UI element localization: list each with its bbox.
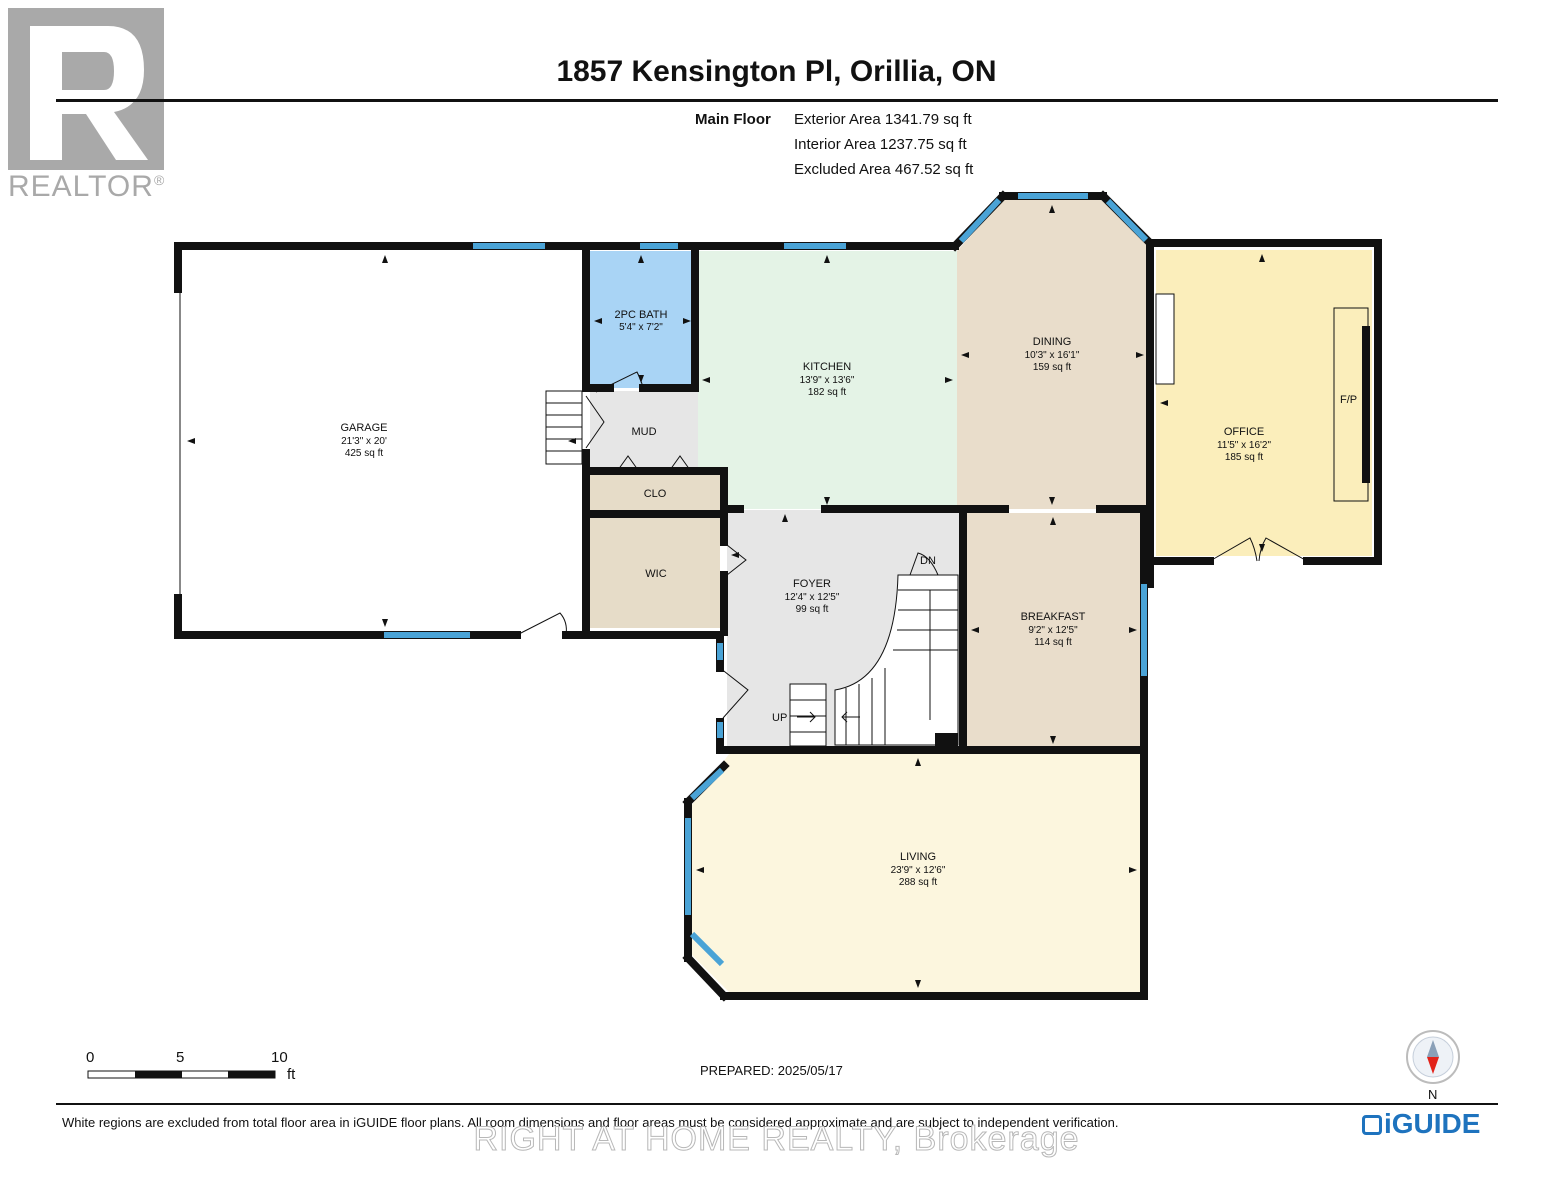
stairs-down-label: DN: [920, 555, 936, 567]
svg-text:159 sq ft: 159 sq ft: [1033, 362, 1072, 373]
svg-text:288 sq ft: 288 sq ft: [899, 877, 938, 888]
floor-name: Main Floor: [695, 111, 771, 128]
svg-text:11'5" x 16'2": 11'5" x 16'2": [1217, 440, 1272, 451]
living-fill: [692, 754, 1141, 992]
brokerage-watermark: RIGHT AT HOME REALTY, Brokerage: [473, 1120, 1080, 1159]
office-fill: [1156, 250, 1372, 556]
breakfast-label: BREAKFAST 9'2" x 12'5" 114 sq ft: [1021, 611, 1086, 648]
svg-text:LIVING: LIVING: [900, 851, 936, 863]
svg-text:182 sq ft: 182 sq ft: [808, 387, 847, 398]
scale-tick-10: 10: [271, 1049, 288, 1066]
svg-text:13'9" x 13'6": 13'9" x 13'6": [800, 375, 855, 386]
svg-text:9'2" x 12'5": 9'2" x 12'5": [1028, 625, 1078, 636]
stairs-direction-arrows: [797, 711, 860, 723]
dimension-markers: [187, 205, 1265, 988]
iguide-logo: iGUIDE: [1362, 1108, 1480, 1140]
prepared-date: PREPARED: 2025/05/17: [700, 1063, 843, 1078]
scale-bar: [87, 1070, 276, 1079]
doors: [516, 371, 1308, 719]
iguide-icon: [1362, 1115, 1382, 1135]
wic-label: WIC: [645, 568, 666, 580]
dining-fill: [957, 200, 1148, 509]
scale-unit: ft: [287, 1066, 296, 1083]
bath-fill: [590, 251, 695, 388]
footer-divider: [56, 1103, 1498, 1105]
fireplace-hearth: [1362, 326, 1370, 483]
breakfast-fill: [967, 513, 1141, 748]
svg-text:10'3" x 16'1": 10'3" x 16'1": [1025, 350, 1080, 361]
bath-label: 2PC BATH 5'4" x 7'2": [615, 309, 668, 333]
svg-text:KITCHEN: KITCHEN: [803, 361, 851, 373]
stairs: [545, 390, 959, 747]
svg-text:FOYER: FOYER: [793, 578, 831, 590]
exterior-area: Exterior Area 1341.79 sq ft: [794, 111, 972, 128]
svg-text:BREAKFAST: BREAKFAST: [1021, 611, 1086, 623]
foyer-label: FOYER 12'4" x 12'5" 99 sq ft: [785, 578, 840, 615]
office-label: OFFICE 11'5" x 16'2" 185 sq ft: [1217, 426, 1272, 463]
property-title: 1857 Kensington Pl, Orillia, ON: [556, 55, 997, 88]
title-divider: [56, 99, 1498, 102]
walls: [174, 190, 1382, 1002]
svg-text:23'9" x 12'6": 23'9" x 12'6": [891, 865, 946, 876]
stairs-up-label: UP: [772, 712, 787, 724]
realtor-logo: [8, 8, 164, 170]
svg-text:2PC BATH: 2PC BATH: [615, 309, 668, 321]
iguide-wordmark: iGUIDE: [1384, 1108, 1481, 1139]
compass-icon: [1406, 1030, 1460, 1084]
clo-label: CLO: [644, 488, 667, 500]
living-label: LIVING 23'9" x 12'6" 288 sq ft: [891, 851, 946, 888]
svg-text:99 sq ft: 99 sq ft: [796, 604, 829, 615]
interior-area: Interior Area 1237.75 sq ft: [794, 136, 967, 153]
realtor-wordmark: REALTOR®: [8, 170, 166, 203]
windows: [384, 193, 1149, 967]
wic-fill: [590, 517, 720, 628]
svg-text:185 sq ft: 185 sq ft: [1225, 452, 1264, 463]
svg-text:DINING: DINING: [1033, 336, 1072, 348]
svg-text:425 sq ft: 425 sq ft: [345, 448, 384, 459]
scale-tick-0: 0: [86, 1049, 95, 1066]
stair-post: [935, 733, 958, 750]
scale-tick-5: 5: [176, 1049, 185, 1066]
office-cabinet: [1155, 293, 1175, 385]
kitchen-label: KITCHEN 13'9" x 13'6" 182 sq ft: [800, 361, 855, 398]
svg-text:21'3" x 20': 21'3" x 20': [341, 436, 387, 447]
disclaimer: White regions are excluded from total fl…: [62, 1115, 1119, 1130]
compass-north-label: N: [1428, 1087, 1438, 1102]
svg-text:12'4" x 12'5": 12'4" x 12'5": [785, 592, 840, 603]
clo-fill: [590, 474, 720, 512]
svg-text:OFFICE: OFFICE: [1224, 426, 1264, 438]
fireplace-label: F/P: [1340, 394, 1357, 406]
realtor-r-mark: [8, 8, 164, 170]
svg-text:114 sq ft: 114 sq ft: [1034, 637, 1072, 648]
garage-fill: [182, 251, 586, 631]
svg-text:GARAGE: GARAGE: [340, 422, 387, 434]
svg-text:5'4" x 7'2": 5'4" x 7'2": [619, 322, 663, 333]
mud-label: MUD: [631, 426, 656, 438]
garage-label: GARAGE 21'3" x 20' 425 sq ft: [340, 422, 387, 459]
excluded-area: Excluded Area 467.52 sq ft: [794, 161, 974, 178]
dining-label: DINING 10'3" x 16'1" 159 sq ft: [1025, 336, 1080, 373]
kitchen-fill: [698, 251, 957, 509]
